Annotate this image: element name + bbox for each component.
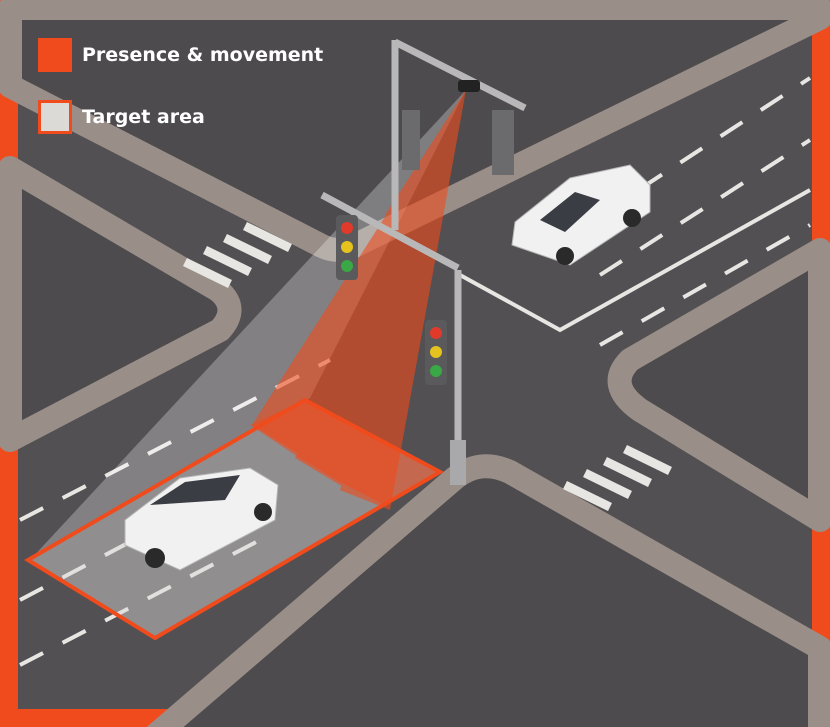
stop-lines xyxy=(459,188,811,333)
right-block xyxy=(607,238,830,532)
presence-movement-beams xyxy=(252,90,466,510)
traffic-light-icon xyxy=(336,215,358,280)
left-block xyxy=(0,156,242,452)
crosswalk-bottom-right xyxy=(563,444,672,512)
presence-swatch xyxy=(38,38,72,72)
traffic-light-icon xyxy=(425,320,447,385)
legend-label: Target area xyxy=(82,106,205,128)
pole-base xyxy=(450,440,466,485)
signal-pole xyxy=(320,38,527,470)
hanging-signal xyxy=(402,110,420,170)
car-icon xyxy=(511,164,651,266)
car-icon xyxy=(124,467,279,571)
legend-item-presence: Presence & movement xyxy=(38,38,323,72)
hanging-signal xyxy=(492,110,514,175)
legend-label: Presence & movement xyxy=(82,44,324,66)
crosswalk-top-left xyxy=(183,221,292,289)
sensor-coverage-cone xyxy=(30,90,466,560)
target-area-swatch xyxy=(38,100,72,134)
presence-zones xyxy=(250,400,440,505)
legend-item-target-area: Target area xyxy=(38,100,205,134)
radar-sensor-icon xyxy=(458,80,480,92)
